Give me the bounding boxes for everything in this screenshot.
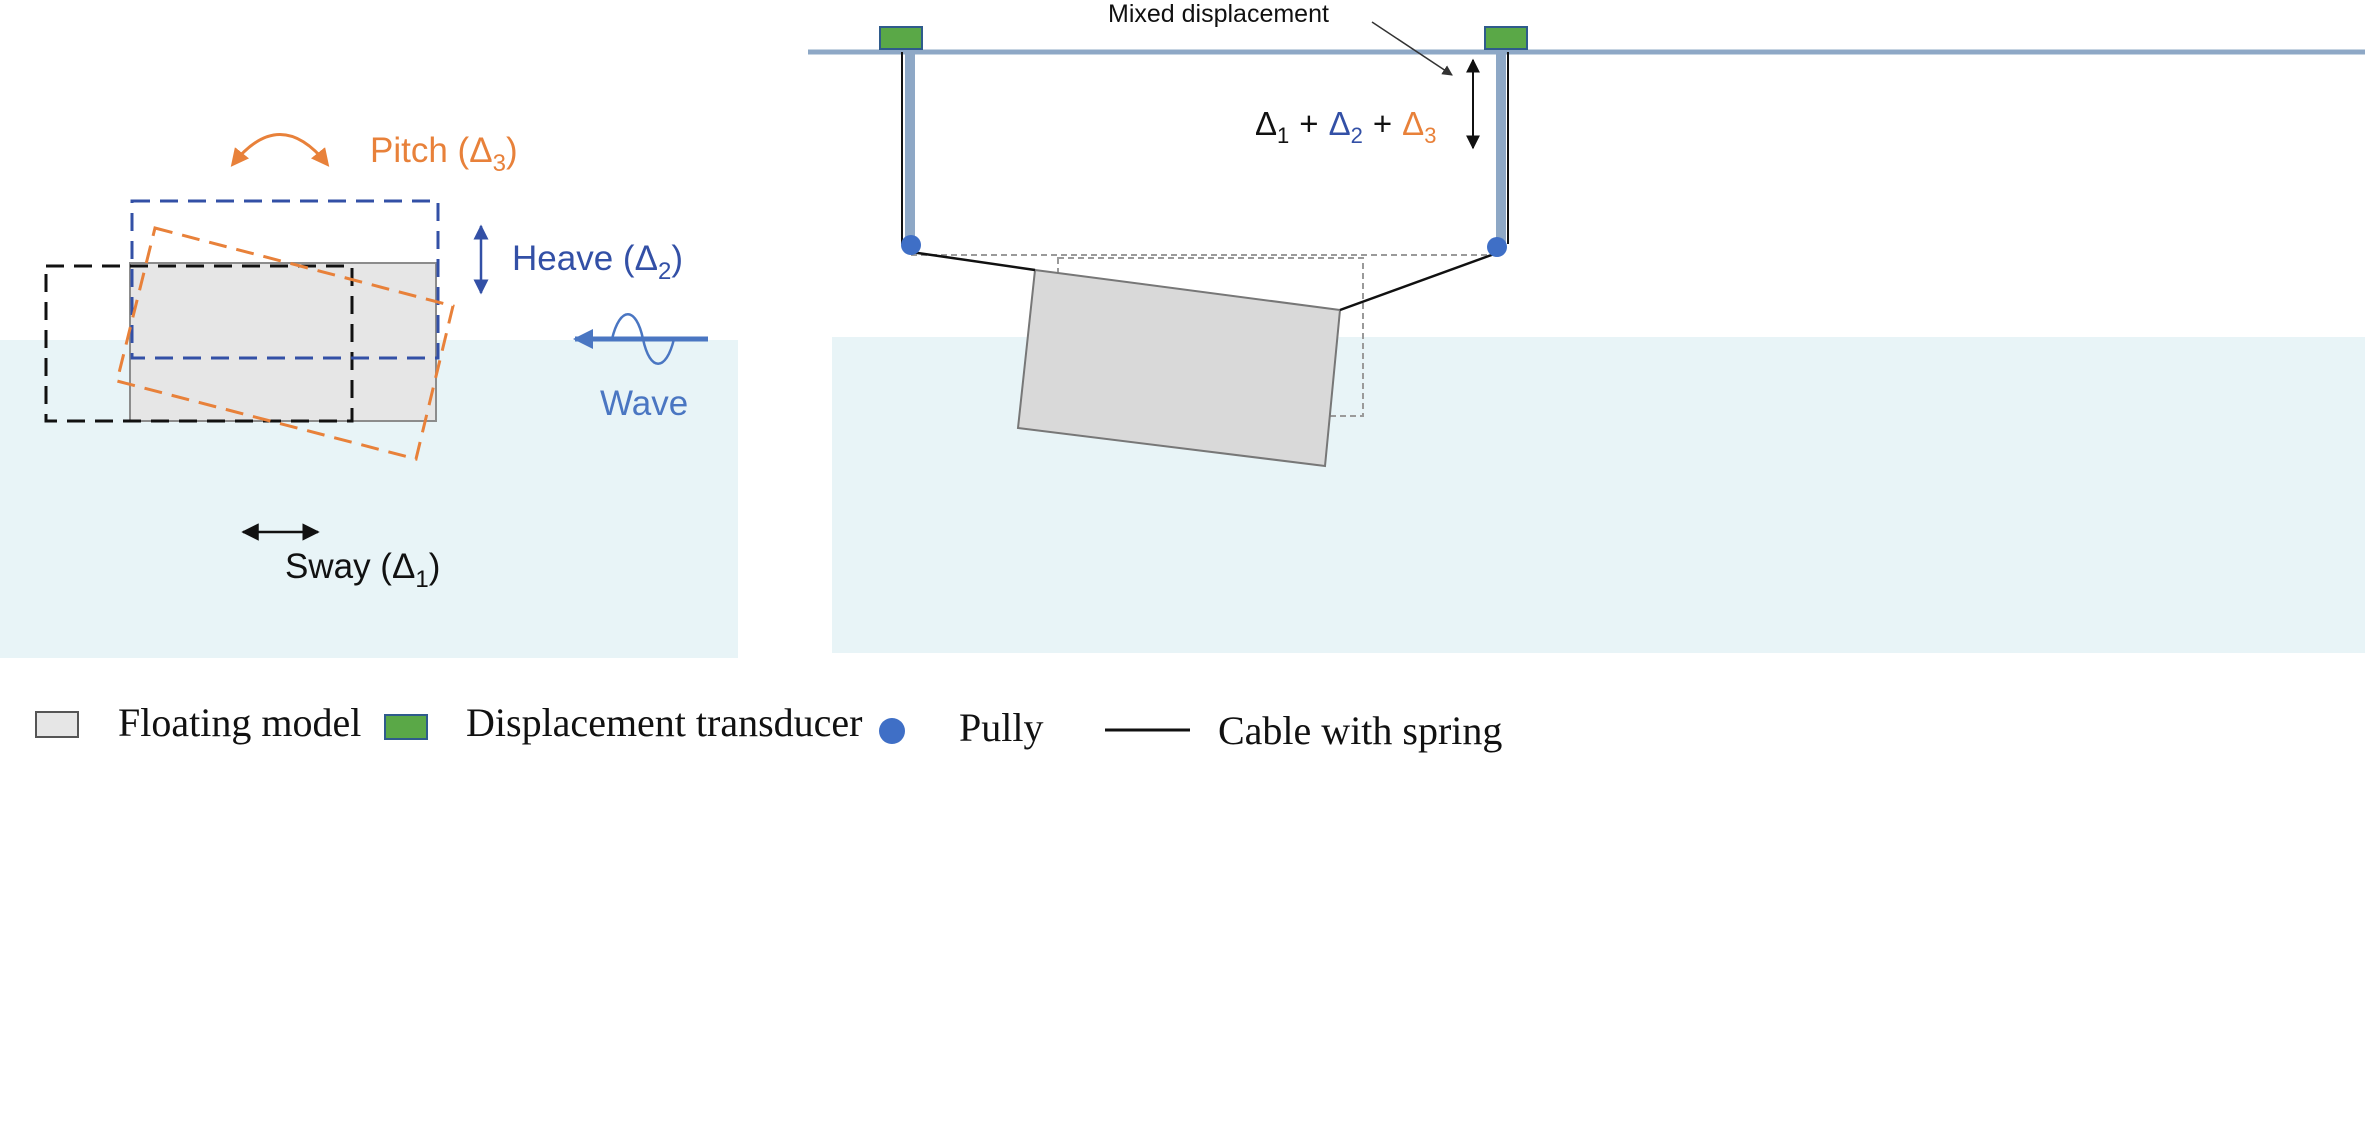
heave-label: Heave (Δ2) [512,239,683,285]
legend-label-floating-model: Floating model [118,700,361,745]
legend-label-pully: Pully [959,705,1043,750]
wave-sine-icon [610,313,676,365]
pully-right [1487,237,1507,257]
rod-left [905,52,915,244]
sway-displaced-outline [44,264,354,423]
wave-label: Wave [600,384,688,423]
pully-left [901,235,921,255]
rod-right [1496,52,1506,244]
displacement-transducer-swatch-icon [384,714,428,740]
pitch-label: Pitch (Δ3) [370,131,518,177]
legend-label-cable-with-spring: Cable with spring [1218,708,1502,753]
legend: Floating model Displacement transducer P… [35,700,1502,753]
mixed-displacement-pointer [1371,21,1453,76]
pully-dot-icon [879,718,905,744]
heave-displaced-outline [130,199,440,360]
pitch-displaced-outline [115,226,455,461]
floating-model-right [1016,268,1342,468]
sway-label: Sway (Δ1) [285,547,440,593]
left-panel: Pitch (Δ3) Heave (Δ2) Wave Sway (Δ1) [0,131,738,658]
right-panel: Mixed displacement Δ1+Δ2+Δ3 [808,0,2365,653]
cable-right-to-model [1339,251,1498,312]
combined-displacement-formula: Δ1+Δ2+Δ3 [1255,105,1436,148]
transducer-right [1484,26,1528,50]
mixed-displacement-label: Mixed displacement [1108,0,1329,28]
cable-left-to-model [910,250,1036,272]
legend-label-displacement-transducer: Displacement transducer [466,700,863,745]
floating-model-swatch-icon [35,711,79,738]
pitch-arrow-icon [230,133,330,167]
transducer-left [879,26,923,50]
